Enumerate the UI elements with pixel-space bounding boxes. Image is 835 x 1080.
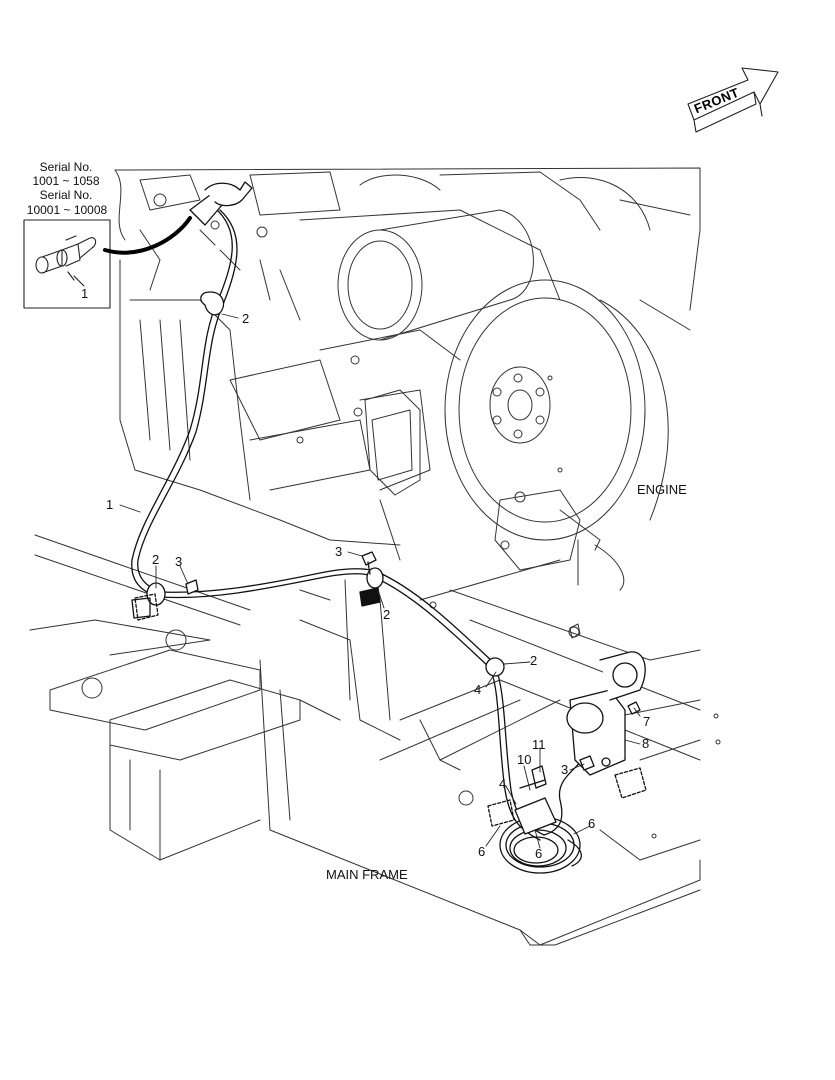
serial-title-2: Serial No. bbox=[39, 188, 93, 202]
callout-11: 11 bbox=[532, 737, 546, 752]
callout-7: 7 bbox=[643, 714, 651, 729]
callout-2: 2 bbox=[530, 653, 538, 668]
callout-4: 4 bbox=[499, 776, 507, 791]
callout-1: 1 bbox=[106, 497, 114, 512]
callout-4: 4 bbox=[474, 682, 482, 697]
callout-3: 3 bbox=[561, 762, 569, 777]
main-frame-label: MAIN FRAME bbox=[326, 867, 408, 882]
engine-label: ENGINE bbox=[637, 482, 687, 497]
callout-3: 3 bbox=[175, 554, 183, 569]
serial-range-1: 1001 ~ 1058 bbox=[32, 174, 100, 188]
callout-2: 2 bbox=[152, 552, 160, 567]
callout-2: 2 bbox=[242, 311, 250, 326]
callout-10: 10 bbox=[517, 752, 532, 767]
engine-assembly bbox=[114, 167, 701, 591]
callout-6: 6 bbox=[535, 846, 543, 861]
sensor-part-icon bbox=[35, 235, 97, 281]
serial-range-2: 10001 ~ 10008 bbox=[26, 203, 108, 217]
harness-line bbox=[103, 181, 647, 874]
inset-part-number: 1 bbox=[81, 286, 89, 301]
inset-box bbox=[23, 219, 111, 309]
callout-6: 6 bbox=[588, 816, 596, 831]
callout-8: 8 bbox=[642, 736, 650, 751]
front-arrow-icon bbox=[687, 67, 779, 133]
callout-3: 3 bbox=[335, 544, 343, 559]
callout-6: 6 bbox=[478, 844, 486, 859]
callout-2: 2 bbox=[383, 607, 391, 622]
leader-lines bbox=[119, 313, 641, 849]
serial-title-1: Serial No. bbox=[39, 160, 93, 174]
